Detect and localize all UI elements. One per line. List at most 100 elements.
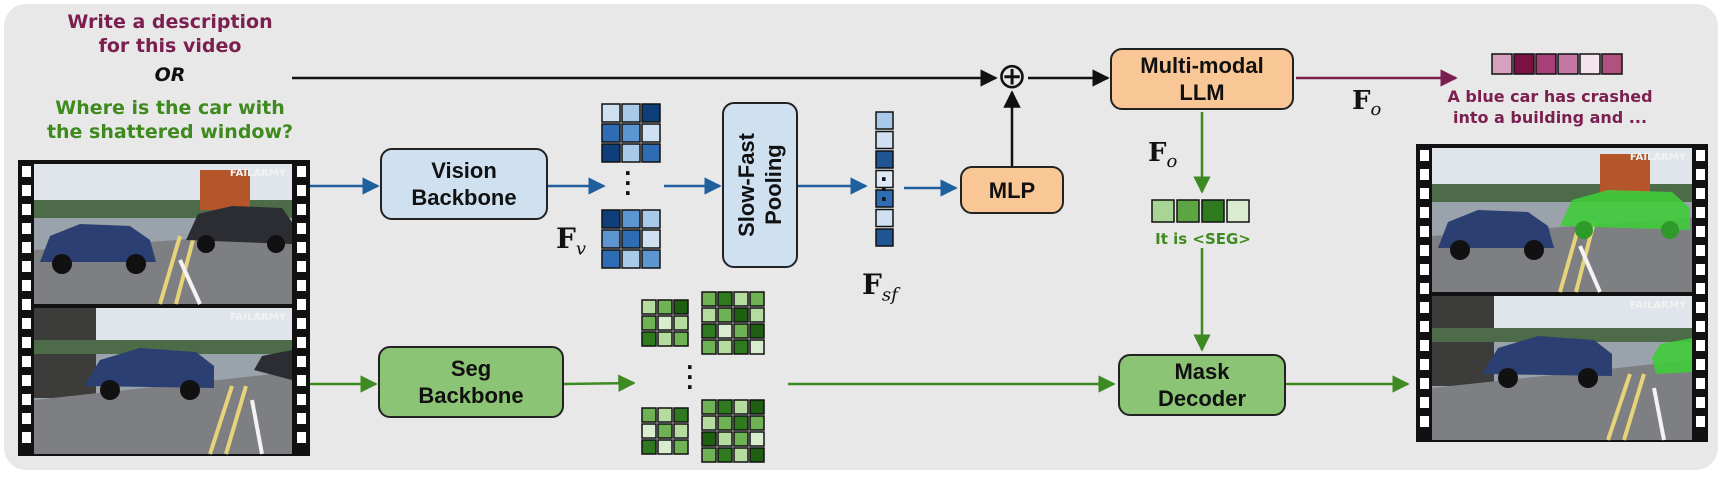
seg-feature-large-bottom-cell — [733, 399, 749, 415]
film-hole — [1420, 378, 1429, 389]
vision-feature-top-cell — [621, 103, 641, 123]
seg-feature-large-bottom-cell — [717, 415, 733, 431]
seg-feature-large-bottom-cell — [749, 447, 765, 463]
seg-feature-large-top-cell — [717, 339, 733, 355]
mask-decoder-label-2: Decoder — [1157, 386, 1247, 411]
film-hole — [1696, 264, 1705, 275]
film-hole — [22, 356, 31, 367]
seg-feature-large-top-cell — [733, 291, 749, 307]
vision-feature-top-cell — [621, 143, 641, 163]
film-hole — [1696, 397, 1705, 408]
vision-feature-bottom-cell — [601, 209, 621, 229]
film-hole — [297, 242, 306, 253]
seg-feature-large-bottom-cell — [717, 431, 733, 447]
ellipsis-sf-features: ··· — [880, 167, 888, 211]
film-hole — [297, 432, 306, 443]
mask-decoder-box: Mask Decoder — [1118, 354, 1286, 416]
film-hole — [1696, 245, 1705, 256]
vision-feature-bottom-cell — [601, 229, 621, 249]
film-hole — [22, 166, 31, 177]
film-hole — [1420, 416, 1429, 427]
symbol-fo-down-base: F — [1148, 138, 1167, 168]
film-hole — [297, 204, 306, 215]
film-hole — [1420, 340, 1429, 351]
watermark-input-1: FAILARMY — [229, 168, 287, 179]
vision-feature-bottom-cell — [621, 249, 641, 269]
symbol-fsf-base: F — [862, 268, 882, 301]
film-hole — [22, 413, 31, 424]
prompt-line-2: for this video — [98, 35, 242, 57]
film-hole — [297, 394, 306, 405]
seg-feature-large-top-cell — [733, 307, 749, 323]
seg-feature-small-bottom-cell — [657, 423, 673, 439]
film-hole — [1420, 207, 1429, 218]
film-hole — [1696, 416, 1705, 427]
caption-token — [1491, 53, 1513, 75]
prompt-locate: Where is the car with the shattered wind… — [20, 96, 320, 144]
vision-feature-bottom-cell — [601, 249, 621, 269]
seg-feature-large-top-cell — [701, 291, 717, 307]
output-video-strip — [1416, 144, 1708, 442]
seg-backbone-label-1: Seg — [450, 356, 492, 381]
film-hole — [22, 432, 31, 443]
film-hole — [297, 375, 306, 386]
film-hole — [1696, 302, 1705, 313]
film-hole — [1696, 359, 1705, 370]
vision-feature-bottom-cell — [641, 249, 661, 269]
prompt-describe: Write a description for this video — [20, 10, 320, 58]
vision-feature-top-cell — [601, 103, 621, 123]
vision-feature-top-cell — [621, 123, 641, 143]
seg-feature-large-bottom-cell — [701, 415, 717, 431]
seg-feature-large-top-cell — [701, 307, 717, 323]
seg-feature-large-bottom-cell — [733, 447, 749, 463]
film-hole — [1420, 169, 1429, 180]
seg-feature-small-top-cell — [673, 315, 689, 331]
caption-line-2: into a building and ... — [1452, 108, 1648, 127]
seg-feature-small-bottom-cell — [673, 439, 689, 455]
seg-feature-small-top-cell — [641, 331, 657, 347]
film-hole — [1420, 397, 1429, 408]
film-hole — [1696, 150, 1705, 161]
vision-feature-top-cell — [641, 123, 661, 143]
concat-plus-symbol: ⊕ — [996, 56, 1028, 97]
seg-feature-large-top-cell — [717, 291, 733, 307]
vision-feature-bottom-cell — [641, 209, 661, 229]
film-hole — [1696, 321, 1705, 332]
seg-feature-large-bottom-cell — [749, 399, 765, 415]
film-hole — [22, 280, 31, 291]
seg-token — [1176, 199, 1200, 223]
film-hole — [1696, 169, 1705, 180]
vision-feature-bottom-cell — [621, 209, 641, 229]
vision-backbone-label-1: Vision — [431, 158, 497, 183]
vision-backbone-label-2: Backbone — [411, 185, 517, 210]
seg-feature-small-bottom-cell — [641, 407, 657, 423]
seg-feature-large-bottom-cell — [749, 431, 765, 447]
input-frame-2 — [34, 308, 292, 455]
seg-feature-large-bottom-cell — [749, 415, 765, 431]
llm-box: Multi-modal LLM — [1110, 48, 1294, 110]
film-hole — [297, 223, 306, 234]
symbol-fo-down: Fo — [1148, 138, 1177, 172]
seg-feature-large-bottom-cell — [717, 399, 733, 415]
seg-token — [1226, 199, 1250, 223]
seg-feature-small-top-cell — [657, 299, 673, 315]
seg-feature-small-top-cell — [673, 331, 689, 347]
sf-feature-cell — [875, 208, 894, 228]
seg-feature-small-top-cell — [673, 299, 689, 315]
seg-feature-large-bottom-cell — [701, 447, 717, 463]
symbol-fsf-sub: sf — [881, 284, 898, 306]
ellipsis-seg-features: ··· — [686, 355, 694, 399]
seg-feature-small-bottom-cell — [657, 439, 673, 455]
film-hole — [297, 337, 306, 348]
seg-feature-large-bottom-cell — [733, 431, 749, 447]
vision-feature-bottom-cell — [621, 229, 641, 249]
input-frame-1 — [34, 164, 292, 305]
film-hole — [1696, 378, 1705, 389]
vision-feature-top-cell — [641, 143, 661, 163]
seg-feature-small-top-cell — [641, 315, 657, 331]
seg-feature-large-top-cell — [733, 339, 749, 355]
seg-feature-large-top-cell — [733, 323, 749, 339]
vision-feature-bottom-cell — [641, 229, 661, 249]
film-hole — [1696, 283, 1705, 294]
